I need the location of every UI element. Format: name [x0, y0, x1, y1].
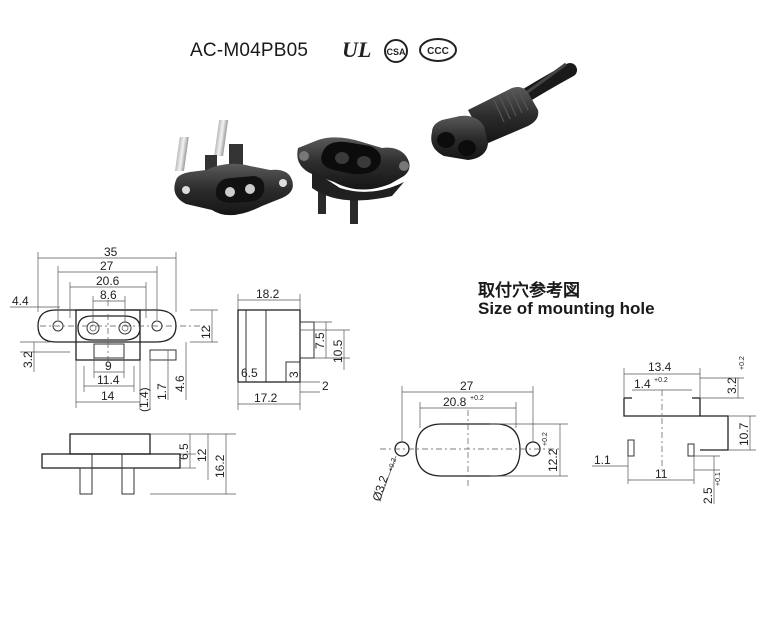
sec-dim-13-4: 13.4 — [648, 360, 672, 374]
dim-11-4: 11.4 — [97, 373, 120, 387]
dim-8-6: 8.6 — [100, 288, 117, 302]
mounting-title-en: Size of mounting hole — [478, 299, 655, 318]
dim-17-2: 17.2 — [254, 391, 278, 405]
dim-12: 12 — [199, 325, 213, 339]
model-title: AC-M04PB05 — [190, 40, 309, 61]
dim-3-2: 3.2 — [21, 351, 35, 368]
hole-dim-12-2-tol: +0.2 — [542, 432, 549, 446]
dim-20-6: 20.6 — [96, 274, 120, 288]
sec-dim-1-4-tol: +0.2 — [654, 377, 668, 384]
dim-4-4: 4.4 — [12, 294, 29, 308]
mounting-title-cn: 取付穴参考図 — [478, 281, 580, 301]
socket-photo-left — [174, 120, 293, 216]
mounting-hole-section: 13.4 1.4 +0.2 3.2 +0.2 10.7 1.1 11 2.5 +… — [592, 356, 756, 504]
ul-mark-text: UL — [342, 37, 371, 62]
sec-dim-11: 11 — [655, 467, 668, 481]
plug-cable-photo — [431, 62, 577, 160]
mounting-hole-plan: 27 20.8 +0.2 12.2 +0.2 Ø3.2 +0.2 — [370, 379, 568, 503]
dim-bottom-16-2: 16.2 — [213, 454, 227, 478]
hole-dim-3-2-tol: +0.2 — [387, 457, 398, 472]
dim-35: 35 — [104, 245, 118, 259]
sec-dim-1-4: 1.4 — [634, 377, 651, 391]
side-view-drawing: 18.2 7.5 10.5 6.5 3 2 17.2 — [237, 287, 350, 410]
dim-7-5: 7.5 — [313, 332, 327, 349]
sec-dim-1-1: 1.1 — [594, 453, 611, 467]
dim-3: 3 — [287, 371, 301, 378]
dim-10-5: 10.5 — [331, 339, 345, 363]
dim-1-7: 1.7 — [155, 383, 169, 400]
ccc-mark-text: CCC — [427, 46, 449, 57]
sec-dim-2-5: 2.5 — [701, 487, 715, 504]
ul-mark-icon: UL — [340, 36, 376, 62]
front-view-drawing: 35 27 20.6 8.6 4.4 12 3.2 9 11.4 14 (1.4… — [10, 245, 218, 412]
dim-6-5: 6.5 — [241, 366, 258, 380]
hole-dim-12-2: 12.2 — [546, 448, 560, 472]
hole-dim-20-8-tol: +0.2 — [470, 395, 484, 402]
csa-mark-icon: CSA — [383, 38, 409, 64]
ccc-mark-icon: CCC — [418, 37, 458, 63]
dim-18-2: 18.2 — [256, 287, 280, 301]
hole-dim-20-8: 20.8 — [443, 395, 467, 409]
dim-14: 14 — [101, 389, 115, 403]
sec-dim-3-2-tol: +0.2 — [739, 356, 746, 370]
dim-9: 9 — [105, 359, 112, 373]
dim-2: 2 — [322, 379, 329, 393]
sec-dim-10-7: 10.7 — [737, 422, 751, 446]
dim-bottom-12: 12 — [195, 448, 209, 462]
csa-mark-text: CSA — [386, 47, 406, 57]
bottom-view-drawing: 6.5 12 16.2 — [41, 433, 236, 495]
dim-bottom-6-5: 6.5 — [177, 443, 191, 460]
dim-27: 27 — [100, 259, 114, 273]
socket-photo-right — [297, 137, 410, 224]
dim-1-4: (1.4) — [137, 387, 151, 412]
sec-dim-3-2: 3.2 — [725, 377, 739, 394]
hole-dim-27: 27 — [460, 379, 474, 393]
hole-dim-3-2: Ø3.2 — [370, 474, 391, 503]
dim-4-6: 4.6 — [173, 375, 187, 392]
sec-dim-2-5-tol: +0.1 — [715, 472, 722, 486]
